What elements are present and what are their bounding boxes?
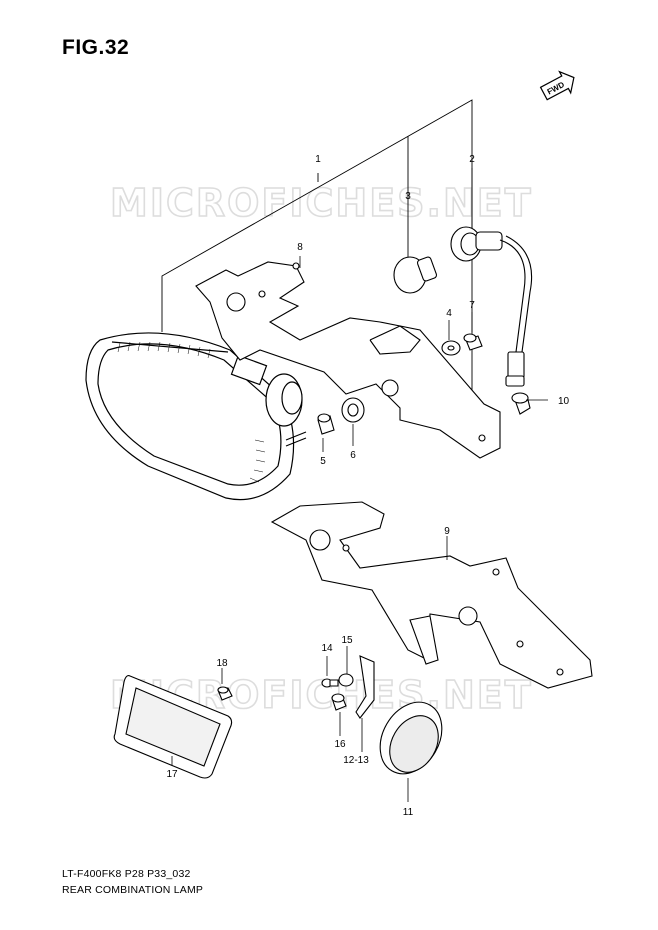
callout-5: 5 — [320, 456, 326, 467]
callout-9: 9 — [444, 526, 450, 537]
callout-10: 10 — [558, 396, 570, 407]
callout-16: 16 — [334, 739, 346, 750]
bulb-part — [393, 256, 438, 294]
figure-title: FIG.32 — [62, 36, 130, 59]
upper-bracket-part — [195, 261, 501, 459]
reflector-part — [113, 675, 233, 779]
figure-code: LT-F400FK8 P28 P33_032 — [62, 868, 191, 880]
callout-15: 15 — [341, 635, 353, 646]
callout-3: 3 — [405, 191, 411, 202]
callout-2: 2 — [469, 154, 475, 165]
callout-17: 17 — [166, 769, 178, 780]
callout-11: 11 — [403, 807, 414, 818]
small-hardware-parts — [317, 333, 531, 435]
tail-lamp-housing — [85, 332, 307, 501]
callout-18: 18 — [216, 658, 228, 669]
socket-harness-part — [450, 226, 533, 387]
callout-leader-lines — [171, 256, 548, 802]
callout-7: 7 — [469, 300, 475, 311]
forward-direction-icon: FWD — [539, 70, 575, 101]
watermark-top: MICROFICHES.NET — [110, 181, 533, 225]
lower-bracket-part — [270, 501, 593, 689]
callout-labels: 1 2 3 4 5 6 7 8 9 10 11 12-13 14 15 16 1… — [166, 154, 569, 818]
figure-name: REAR COMBINATION LAMP — [62, 884, 204, 896]
callout-14: 14 — [321, 643, 333, 654]
callout-6: 6 — [350, 450, 356, 461]
side-lamp-part — [321, 655, 443, 775]
callout-8: 8 — [297, 242, 303, 253]
callout-1: 1 — [315, 154, 321, 165]
callout-4: 4 — [446, 308, 452, 319]
callout-12-13: 12-13 — [343, 755, 369, 766]
